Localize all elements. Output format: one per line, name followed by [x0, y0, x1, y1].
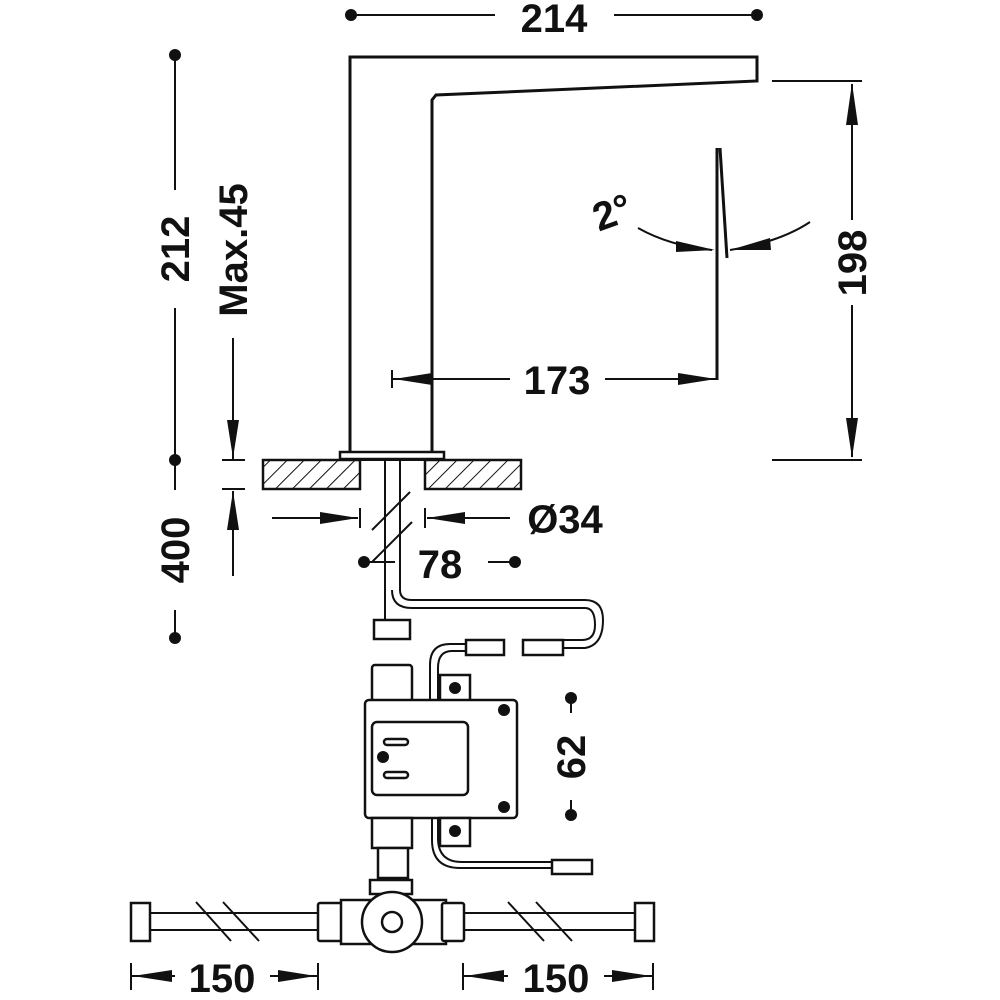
dimension-label-150-left: 150	[189, 957, 256, 1000]
dimension-spout-angle: 2°	[587, 147, 811, 380]
arrow-head	[394, 373, 432, 385]
dimension-label-214: 214	[521, 0, 588, 41]
dimension-label-diameter: Ø34	[527, 498, 603, 542]
dimension-right-hose: 150	[462, 957, 654, 1000]
dimension-label-150-right: 150	[523, 957, 590, 1000]
countertop-section	[261, 458, 523, 491]
arrow-head	[612, 970, 651, 982]
faucet-base-flange	[338, 450, 446, 461]
arrow-head	[278, 970, 316, 982]
tee-fitting-assembly	[129, 878, 656, 954]
dimension-label-400: 400	[154, 517, 198, 584]
screw-icon	[449, 682, 461, 694]
dimension-label-62: 62	[550, 735, 594, 780]
dimension-control-box-height: 62	[550, 692, 594, 821]
hose-end-left	[129, 901, 152, 943]
dimension-deck-thickness: Max.45	[212, 183, 256, 576]
screw-icon	[498, 704, 510, 716]
screw-icon	[498, 801, 510, 813]
connector-plug	[372, 618, 412, 641]
hose-end-right	[633, 901, 656, 943]
dimension-spout-reach: 173	[391, 359, 717, 403]
screw-icon	[449, 825, 461, 837]
screw-icon	[377, 751, 389, 763]
dimension-overall-height: 212	[154, 49, 198, 466]
valve-outlet	[370, 816, 414, 850]
arrow-head	[678, 373, 716, 385]
arrow-head	[730, 238, 771, 250]
connector-plug	[521, 638, 565, 657]
arrow-head	[465, 970, 504, 982]
arrow-head	[227, 420, 239, 458]
control-box-assembly	[363, 618, 594, 880]
valve-inlet	[370, 663, 414, 703]
dimension-label-173: 173	[524, 359, 591, 403]
dimension-hole-diameter: Ø34	[272, 498, 604, 542]
dimension-label-angle: 2°	[587, 186, 638, 240]
dimension-label-198: 198	[831, 230, 875, 297]
dimension-label-212: 212	[154, 216, 198, 283]
arrow-head	[846, 83, 858, 125]
dimension-spout-height: 198	[772, 80, 875, 461]
dimension-below-deck-length: 400	[154, 460, 198, 644]
arrow-head	[320, 512, 358, 524]
connector-plug	[464, 638, 506, 657]
arrow-head	[846, 418, 858, 458]
dimension-overall-width: 214	[345, 0, 763, 41]
arrow-head	[427, 512, 465, 524]
arrow-head	[133, 970, 172, 982]
dimension-shank-width: 78	[358, 543, 521, 587]
supply-shank	[371, 460, 605, 649]
sensor-connector	[550, 858, 594, 876]
dimension-label-max45: Max.45	[212, 183, 256, 316]
dimension-left-hose: 150	[130, 957, 319, 1000]
dimension-label-78: 78	[418, 543, 463, 587]
arrow-head	[676, 241, 715, 252]
dimension-endpoint-dot	[169, 632, 181, 644]
